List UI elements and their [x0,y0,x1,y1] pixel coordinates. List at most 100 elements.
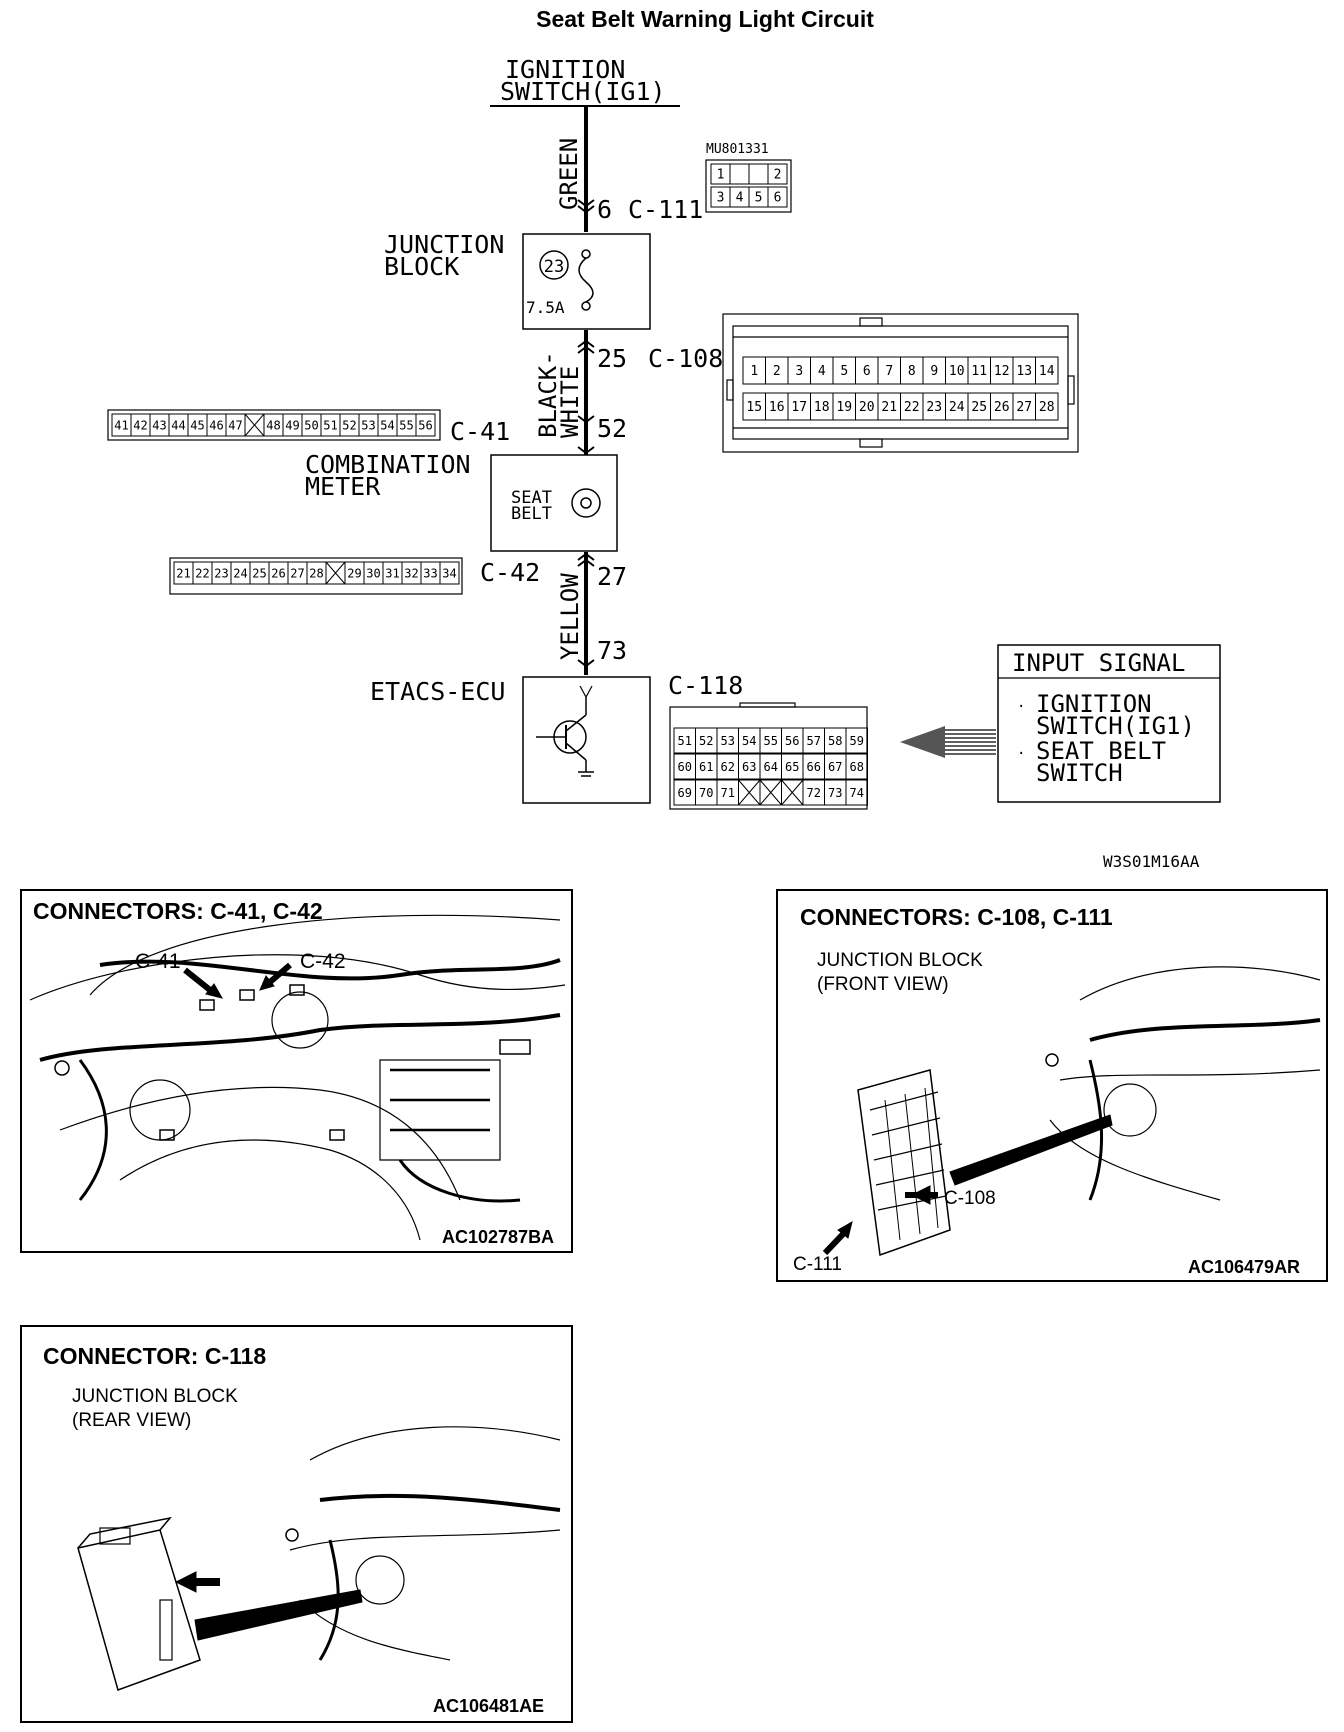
c111-pin: 5 [755,191,763,206]
c42-pin: 24 [233,566,247,580]
c108-pin: 6 [863,364,871,379]
c108-pin: 11 [971,364,987,379]
c42-pin-number: 27 [597,562,627,591]
c118-pin: 53 [721,734,735,748]
c41-pin: 49 [285,418,299,432]
c108-cell [1035,356,1059,385]
c108-pin: 15 [746,400,762,415]
input-signal-item2-line1: SEAT BELT [1036,737,1166,765]
panel-c108-c111-title: CONNECTORS: C-108, C-111 [800,904,1113,930]
c111-pin-number: 6 [597,195,612,224]
c118-blank-mark [759,779,782,806]
c41-pin: 56 [418,418,432,432]
c108-pin: 3 [795,364,803,379]
c42-pin: 22 [195,566,209,580]
c118-pin: 66 [807,760,821,774]
c42-pin: 34 [442,566,456,580]
input-signal-box: INPUT SIGNAL · IGNITION SWITCH(IG1) · SE… [900,644,1221,803]
c118-pin: 56 [785,734,799,748]
panel-c108-c111-code: AC106479AR [1188,1257,1300,1277]
c118-cell [845,727,868,754]
junction-block-illustration [822,966,1321,1257]
c111-cell [729,163,750,185]
panel-c118-title: CONNECTOR: C-118 [43,1343,266,1369]
fuse-rating: 7.5A [526,298,565,317]
c42-blank-mark [325,561,346,585]
circuit-labels: IGNITION SWITCH(IG1) GREEN 6 C-111 JUNCT… [305,55,1200,871]
combination-meter-line1: COMBINATION [305,450,471,479]
c118-label: C-118 [668,671,743,700]
c108-pin: 16 [769,400,785,415]
c108-pin: 1 [750,364,758,379]
input-signal-item1-line1: IGNITION [1036,690,1152,718]
c41-pin: 46 [209,418,223,432]
c41-pin-number: 52 [597,414,627,443]
c108-cell [1035,392,1059,421]
callout-c42: C-42 [300,950,346,973]
c118-pin: 64 [764,760,778,774]
c118-pin: 61 [699,760,713,774]
c42-pin: 23 [214,566,228,580]
c41-pin: 42 [133,418,147,432]
panel-c118-subtitle1: JUNCTION BLOCK [72,1386,238,1407]
c42-pin: 28 [309,566,323,580]
c118-pin: 60 [678,760,692,774]
c41-pin: 54 [380,418,394,432]
svg-text:·: · [1017,746,1025,762]
dashboard-illustration [29,914,566,1241]
c41-pin: 47 [228,418,242,432]
c111-pin: 3 [717,191,725,206]
panel-c108-c111-subtitle2: (FRONT VIEW) [817,974,949,995]
c41-pin: 55 [399,418,413,432]
c41-pin: 51 [323,418,337,432]
c108-pin: 5 [840,364,848,379]
c118-pin: 51 [678,734,692,748]
c41-blank-mark [244,413,265,437]
callout-c41: C-41 [135,950,181,973]
c118-pin: 59 [850,734,864,748]
c111-pin: 1 [717,168,725,183]
c41-pin: 48 [266,418,280,432]
c42-label: C-42 [480,558,540,587]
c41-pin: 52 [342,418,356,432]
c108-pin: 21 [881,400,897,415]
c108-pin: 10 [949,364,965,379]
panel-c118: CONNECTOR: C-118 JUNCTION BLOCK (REAR VI… [20,1325,573,1723]
c118-pin: 57 [807,734,821,748]
c118-cell [845,753,868,780]
c111-cell [767,163,788,185]
panel-c41-c42-title: CONNECTORS: C-41, C-42 [33,898,323,924]
panel-c41-c42-code: AC102787BA [442,1227,554,1247]
c118-pin: 52 [699,734,713,748]
c118-pin: 74 [850,786,864,800]
c111-pin: 2 [774,168,782,183]
c41-cell [415,413,436,437]
combination-meter-line2: METER [305,472,381,501]
c118-pin: 55 [764,734,778,748]
c42-pin: 30 [366,566,380,580]
c42-pin: 31 [385,566,399,580]
panel-c108-c111: CONNECTORS: C-108, C-111 JUNCTION BLOCK … [776,889,1328,1282]
input-signal-item1-line2: SWITCH(IG1) [1036,712,1195,740]
c108-pin: 14 [1039,364,1055,379]
c108-pin: 13 [1016,364,1032,379]
etacs-illustration [77,1426,561,1691]
c108-pin: 7 [885,364,893,379]
c118-pin: 72 [807,786,821,800]
c108-pin: 25 [971,400,987,415]
c111-cell [748,163,769,185]
c118-pin: 69 [678,786,692,800]
junction-block-label-line2: BLOCK [384,252,459,281]
c118-pin: 68 [850,760,864,774]
ignition-label-line1: IGNITION [505,55,625,84]
c108-label: C-108 [648,344,723,373]
panel-c41-c42: CONNECTORS: C-41, C-42 C- [20,889,573,1253]
c41-pin: 41 [114,418,128,432]
etacs-ecu-label: ETACS-ECU [370,677,505,706]
c108-pin: 20 [859,400,875,415]
